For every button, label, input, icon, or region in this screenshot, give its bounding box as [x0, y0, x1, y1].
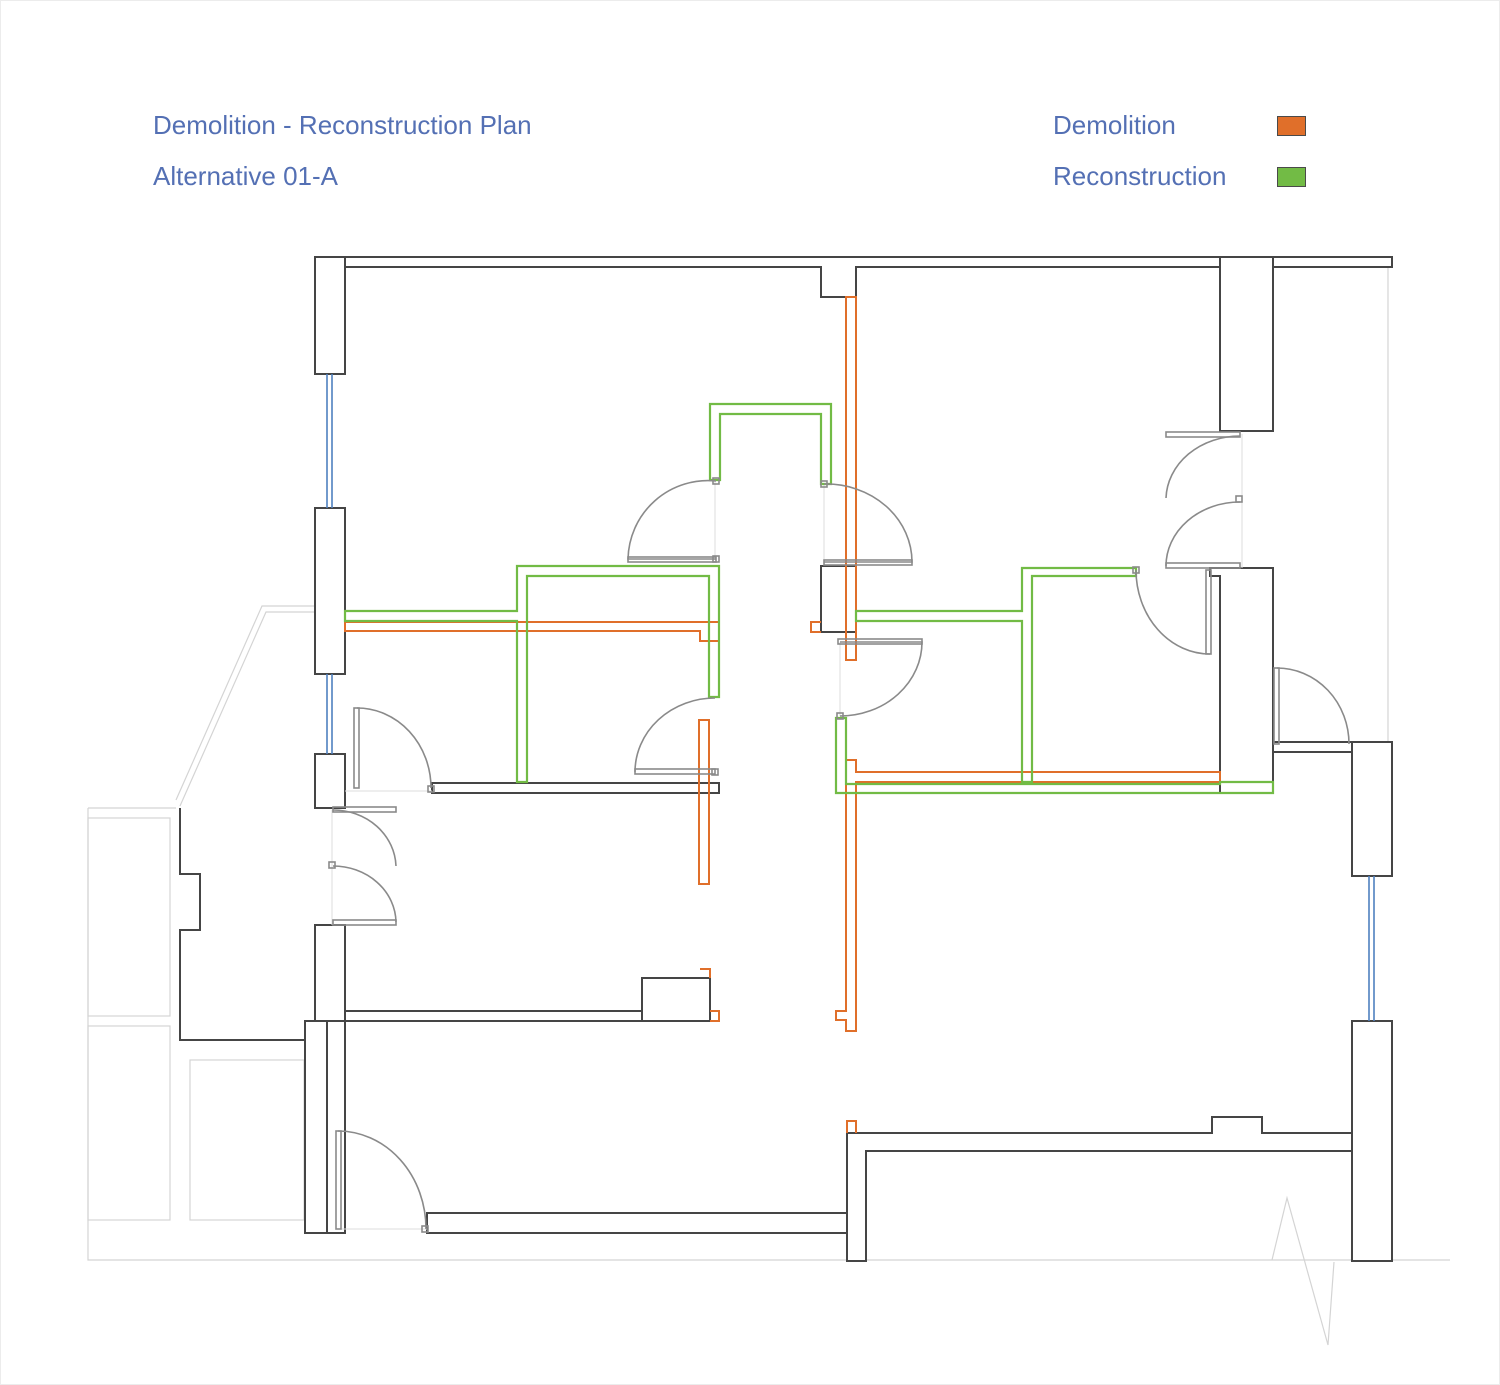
- hinge-icon: [1235, 495, 1243, 503]
- legend-demolition-label: Demolition: [1053, 110, 1176, 140]
- legend-reconstruction-label: Reconstruction: [1053, 161, 1227, 191]
- plan-subtitle: Alternative 01-A: [153, 161, 338, 191]
- hinge-icon: [836, 712, 844, 720]
- demolition-walls: [344, 296, 1221, 1133]
- hinge-icon: [421, 1225, 429, 1233]
- reconstruction-walls: [343, 402, 1275, 795]
- hinge-icon: [328, 861, 336, 869]
- context-lines: [87, 268, 1450, 1346]
- annex-walls: [179, 808, 305, 1041]
- hinge-icon: [427, 785, 435, 793]
- hinge-icon: [1132, 566, 1140, 574]
- plan-title: Demolition - Reconstruction Plan: [153, 110, 532, 140]
- opening-lines: [331, 434, 1243, 1230]
- door-swings: [328, 431, 1350, 1233]
- window-glazing: [326, 374, 1375, 1021]
- hinge-icon: [712, 555, 720, 563]
- legend-demolition-swatch: [1277, 116, 1306, 136]
- legend-reconstruction-swatch: [1277, 167, 1306, 187]
- hinge-icon: [711, 768, 719, 776]
